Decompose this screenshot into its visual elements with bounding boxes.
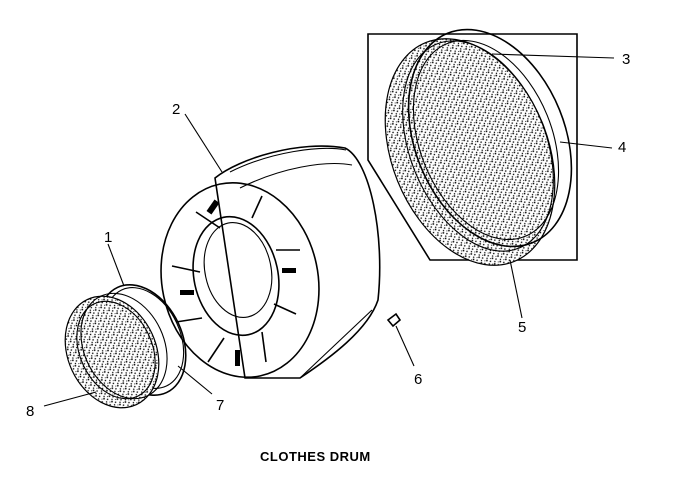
callout-2: 2	[172, 101, 180, 118]
callout-7: 7	[216, 397, 224, 414]
leader-lines	[43, 53, 615, 407]
clothes-drum	[160, 145, 381, 379]
diagram-caption: CLOTHES DRUM	[260, 449, 371, 464]
rear-seal-ring	[64, 292, 168, 409]
callout-1: 1	[104, 229, 112, 246]
drum-clip	[386, 312, 402, 328]
callout-6: 6	[414, 371, 422, 388]
callout-8: 8	[26, 403, 34, 420]
callout-5: 5	[518, 319, 526, 336]
callout-4: 4	[618, 139, 626, 156]
front-seal-ring	[384, 28, 573, 266]
inset-panel	[367, 33, 578, 261]
callout-3: 3	[622, 51, 630, 68]
